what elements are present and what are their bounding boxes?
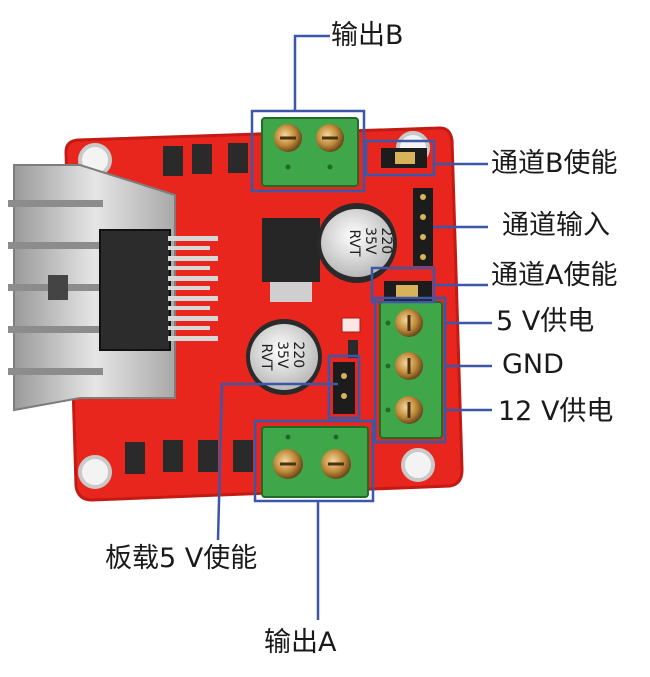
label-onboard-5v-enable: 板载5 V使能 [105,545,257,572]
jumper-channel-b [381,148,427,168]
terminal-output-b [262,118,358,186]
label-gnd: GND [502,351,564,378]
cap-top-line-1: 220 [378,227,394,254]
mounting-hole-bottom-left [80,457,110,487]
label-output-a: 输出A [264,629,336,656]
cap-bottom-line-2: 35V [274,341,290,369]
cap-bottom-line-1: 220 [290,341,306,368]
label-channel-b-enable: 通道B使能 [491,150,618,177]
label-channel-a-enable: 通道A使能 [491,262,617,289]
leader-output-b [295,36,330,111]
cap-bottom-line-3: RVT [258,343,274,371]
voltage-regulator [262,218,320,302]
header-channel-input [413,188,433,266]
label-output-b: 输出B [331,22,404,49]
capacitor-top: 220 35V RVT [317,203,397,283]
cap-top-line-2: 35V [362,227,378,255]
jumper-onboard-5v [333,362,355,414]
terminal-power [380,302,442,438]
mounting-hole-bottom-right [403,450,433,480]
label-12v-power: 12 V供电 [498,398,613,425]
terminal-output-a [262,427,368,497]
label-channel-input: 通道输入 [502,212,610,239]
diodes-top [163,143,248,176]
cap-top-line-3: RVT [346,229,362,257]
capacitor-bottom-marking: 220 35V RVT [258,341,306,373]
label-5v-power: 5 V供电 [496,308,594,335]
power-led [342,318,360,332]
capacitor-top-marking: 220 35V RVT [346,227,394,259]
